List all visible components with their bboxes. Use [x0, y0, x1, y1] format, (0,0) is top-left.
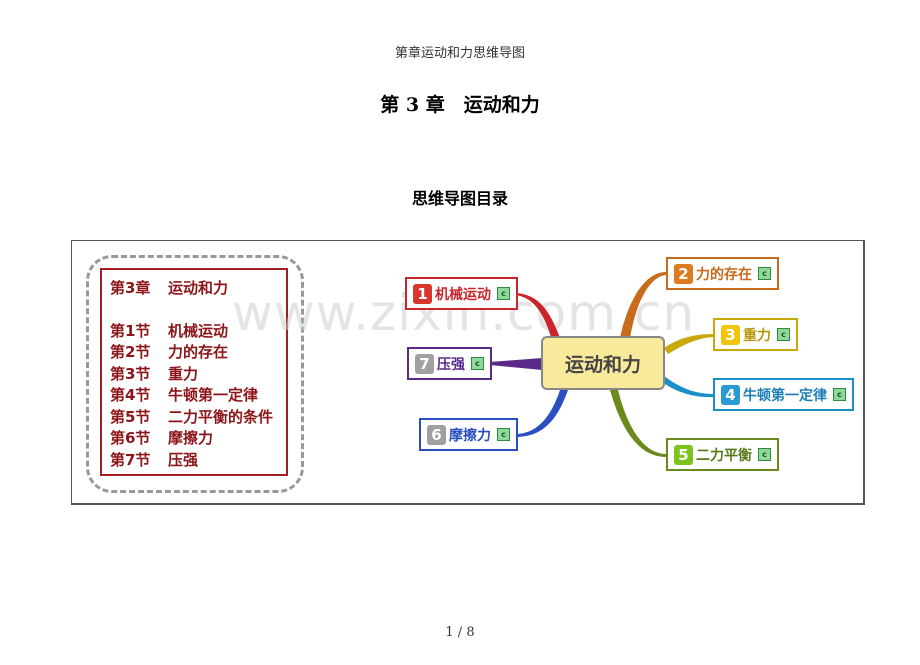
- number-badge: 2: [674, 263, 693, 284]
- node-label: 重力: [743, 327, 771, 344]
- node-label: 机械运动: [435, 286, 491, 303]
- toc-item: 第6节摩擦力: [110, 429, 214, 447]
- node-label: 摩擦力: [449, 427, 491, 444]
- attachment-c-icon[interactable]: c: [758, 448, 771, 461]
- number-badge: 4: [721, 384, 740, 405]
- toc-item: 第7节压强: [110, 450, 199, 469]
- number-badge: 6: [427, 424, 446, 445]
- attachment-c-icon[interactable]: c: [777, 328, 790, 341]
- page-title: 第 3 章 运动和力: [380, 94, 540, 116]
- attachment-c-icon[interactable]: c: [758, 267, 771, 280]
- attachment-c-icon[interactable]: c: [497, 287, 510, 300]
- toc-item: 第1节机械运动: [110, 321, 229, 340]
- toc-chapter: 第3章 运动和力: [110, 279, 229, 297]
- toc-item: 第4节牛顿第一定律: [110, 386, 259, 404]
- node-label: 牛顿第一定律: [743, 387, 827, 404]
- section-title: 思维导图目录: [411, 189, 508, 208]
- node-label: 压强: [437, 356, 465, 373]
- table-of-contents: 第3章 运动和力 第1节机械运动 第2节力的存在 第3节重力 第4节牛顿第一定律…: [100, 268, 288, 476]
- mindmap-node-two-force-balance[interactable]: 5 二力平衡 c: [666, 438, 779, 471]
- number-badge: 7: [415, 353, 434, 374]
- mindmap-node-friction[interactable]: 6 摩擦力 c: [419, 418, 518, 451]
- node-label: 二力平衡: [696, 447, 752, 464]
- page-header: 第章运动和力思维导图: [394, 46, 525, 61]
- attachment-c-icon[interactable]: c: [471, 357, 484, 370]
- number-badge: 5: [674, 444, 693, 465]
- number-badge: 3: [721, 324, 740, 345]
- mindmap-node-pressure[interactable]: 7 压强 c: [407, 347, 492, 380]
- mindmap-node-newtons-first-law[interactable]: 4 牛顿第一定律 c: [713, 378, 854, 411]
- number-badge: 1: [413, 283, 432, 304]
- mindmap-central-topic[interactable]: 运动和力: [541, 336, 665, 390]
- page-number: 1 / 8: [445, 625, 475, 640]
- toc-item: 第5节二力平衡的条件: [110, 407, 274, 426]
- toc-cloud-border: [86, 255, 304, 493]
- attachment-c-icon[interactable]: c: [833, 388, 846, 401]
- mindmap-node-existence-of-force[interactable]: 2 力的存在 c: [666, 257, 779, 290]
- node-label: 力的存在: [696, 266, 752, 283]
- mindmap-node-gravity[interactable]: 3 重力 c: [713, 318, 798, 351]
- toc-item: 第3节重力: [110, 364, 199, 383]
- mindmap-node-mechanical-motion[interactable]: 1 机械运动 c: [405, 277, 518, 310]
- toc-item: 第2节力的存在: [110, 343, 229, 361]
- attachment-c-icon[interactable]: c: [497, 428, 510, 441]
